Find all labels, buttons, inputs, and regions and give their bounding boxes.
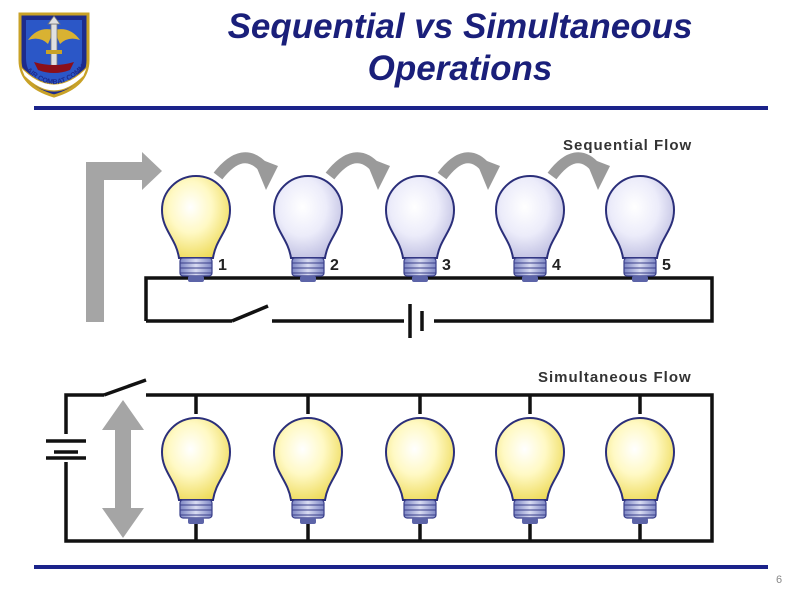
sequential-circuit-wire [144,276,714,323]
sequence-arrow-head [364,156,390,190]
sequence-arrow-head [474,156,500,190]
simultaneous-bulb [384,417,456,524]
sequential-battery [408,304,424,338]
bulb-number: 2 [330,257,339,274]
sequence-arrows [213,152,610,190]
bottom-divider [34,565,768,569]
simultaneous-bulb [272,417,344,524]
simultaneous-circuit-wire [64,378,714,543]
sequential-bulb: 5 [604,175,676,282]
simultaneous-bulbs [160,395,676,541]
bulb-number: 3 [442,257,451,274]
page-number: 6 [776,574,783,586]
sequence-arrow-head [584,156,610,190]
top-divider [34,106,768,110]
sequential-bulb: 1 [160,175,232,282]
simultaneous-bulb [160,417,232,524]
sequential-flow-label: Sequential Flow [563,137,693,154]
air-combat-command-emblem-icon: AIR COMBAT COMMAND [8,6,90,98]
page-title: Sequential vs Simultaneous Operations [150,6,770,90]
sequential-bulb: 3 [384,175,456,282]
sequential-start-arrow [86,152,162,322]
bulb-number: 4 [552,257,561,274]
sequential-bulb: 4 [494,175,566,282]
simultaneous-battery [46,439,86,460]
sequential-bulb: 2 [272,175,344,282]
bulb-number: 5 [662,257,671,274]
title-line-2: Operations [367,49,553,88]
simultaneous-bulb [494,417,566,524]
bulb-number: 1 [218,257,227,274]
sequence-arrow-head [252,156,278,190]
title-line-1: Sequential vs Simultaneous [227,7,693,46]
simultaneous-bulb [604,417,676,524]
sequential-bulbs: 1 2 3 4 5 [160,175,676,282]
simultaneous-double-arrow [102,400,144,538]
simultaneous-flow-label: Simultaneous Flow [538,369,692,386]
